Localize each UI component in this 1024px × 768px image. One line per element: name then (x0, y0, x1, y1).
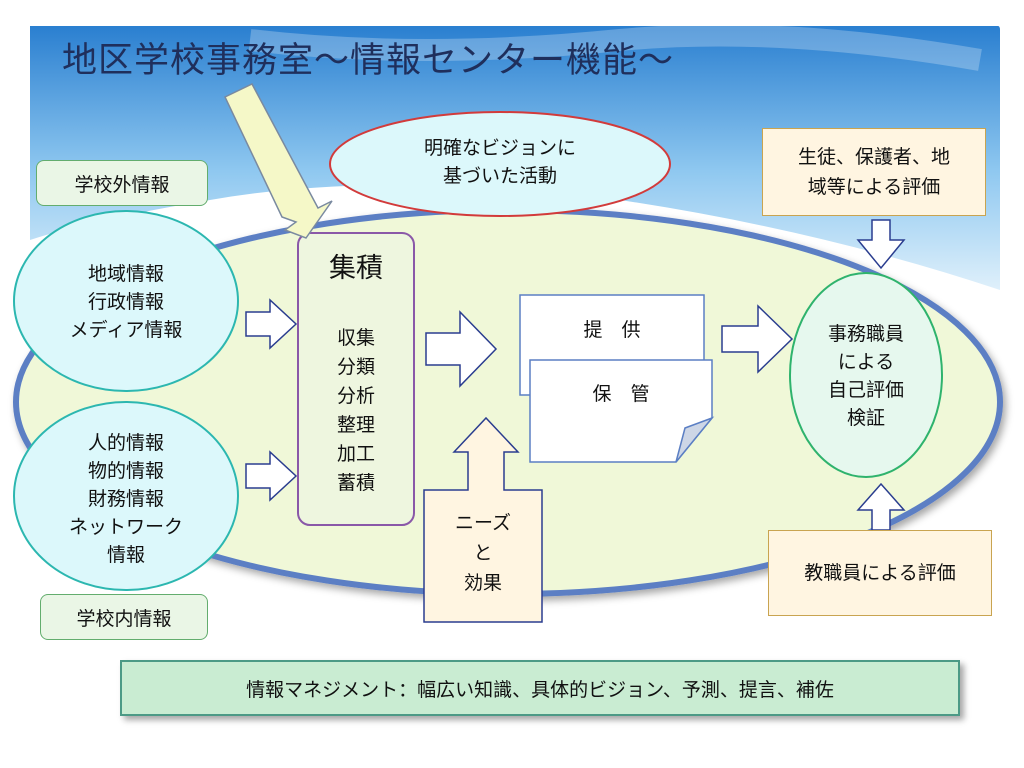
needs-line: 効果 (463, 572, 502, 594)
accumulation-heading: 集積 (329, 253, 383, 284)
self-eval-item: 自己評価 (827, 379, 904, 401)
internal-info-item: 人的情報 (87, 432, 164, 454)
folded-corner (675, 416, 715, 463)
external-info-item: 行政情報 (87, 291, 164, 313)
self-eval-item: 事務職員 (827, 323, 904, 345)
internal-info-circle (13, 401, 239, 591)
store-label: 保 管 (592, 383, 650, 405)
provide-label: 提 供 (583, 319, 641, 341)
arrow-documents-to-self-eval (721, 304, 794, 374)
arrow-internal-to-accumulation (245, 450, 298, 502)
internal-info-item: 財務情報 (87, 488, 164, 510)
needs-line: ニーズ (454, 512, 512, 534)
community-eval-line-1: 生徒、保護者、地 (797, 146, 950, 168)
external-info-circle (13, 210, 239, 392)
self-eval-item: による (837, 351, 895, 373)
accumulation-item: 分類 (336, 356, 375, 378)
title-diagonal-arrow (224, 83, 333, 239)
internal-info-item: 物的情報 (87, 460, 164, 482)
self-eval-circle (789, 272, 943, 478)
info-management-bar: 情報マネジメント：幅広い知識、具体的ビジョン、予測、提言、補佐 (120, 660, 960, 716)
outside-info-tag: 学校外情報 (36, 160, 208, 206)
accumulation-item: 収集 (336, 327, 375, 349)
accumulation-box (297, 232, 415, 526)
community-eval-box: 生徒、保護者、地 域等による評価 (762, 128, 986, 216)
vision-line-1: 明確なビジョンに (423, 137, 576, 159)
internal-info-item: ネットワーク (68, 516, 183, 538)
accumulation-list: 収集 分類 分析 整理 加工 蓄積 (298, 324, 414, 498)
vision-ellipse (329, 111, 671, 217)
self-eval-text: 事務職員 による 自己評価 検証 (796, 318, 936, 434)
accumulation-item: 加工 (336, 443, 375, 465)
needs-line: と (473, 542, 493, 564)
internal-info-text: 人的情報 物的情報 財務情報 ネットワーク 情報 (20, 424, 232, 574)
accumulation-item: 蓄積 (336, 472, 375, 494)
external-info-item: メディア情報 (69, 319, 183, 341)
inside-info-tag: 学校内情報 (40, 594, 208, 640)
staff-eval-box: 教職員による評価 (768, 530, 992, 616)
needs-text: ニーズ と 効果 (424, 508, 542, 598)
external-info-item: 地域情報 (87, 263, 164, 285)
vision-text: 明確なビジョンに 基づいた活動 (340, 134, 660, 190)
arrow-accumulation-to-documents (425, 310, 498, 388)
needs-arrow (423, 416, 543, 623)
arrow-community-to-self-eval (856, 219, 906, 270)
vision-line-2: 基づいた活動 (442, 165, 557, 187)
external-info-text: 地域情報 行政情報 メディア情報 (20, 252, 232, 352)
community-eval-line-2: 域等による評価 (807, 176, 941, 198)
page-title: 地区学校事務室～情報センター機能～ (62, 41, 675, 81)
accumulation-item: 分析 (336, 385, 375, 407)
arrow-external-to-accumulation (245, 298, 298, 350)
accumulation-item: 整理 (336, 414, 375, 436)
self-eval-item: 検証 (846, 407, 885, 429)
internal-info-item: 情報 (106, 544, 145, 566)
